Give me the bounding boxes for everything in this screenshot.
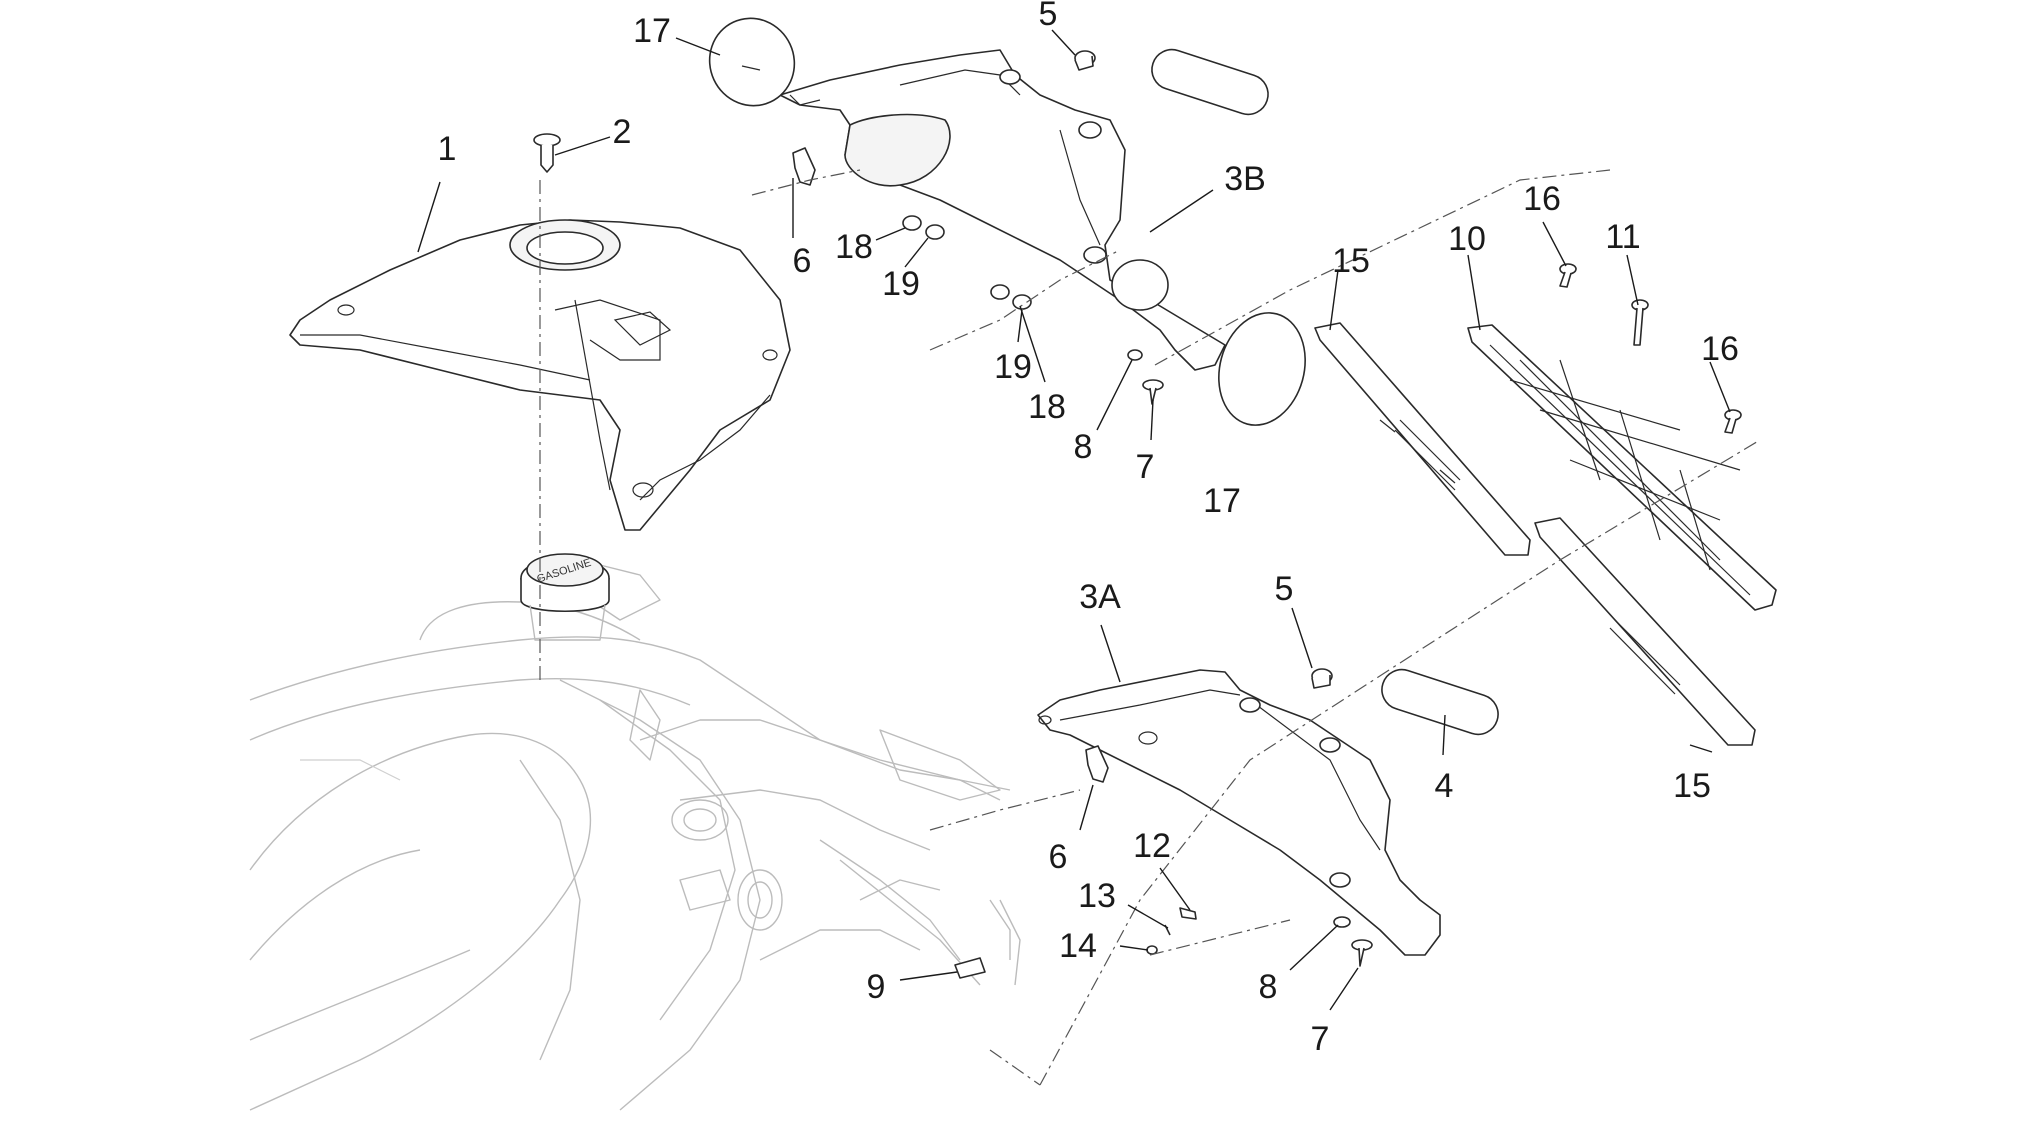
clip-part-6-top: [792, 147, 816, 186]
washer-screw-lower: [1333, 916, 1373, 967]
small-parts-12-13-14: [1146, 907, 1197, 955]
callout-8-top: 8: [1074, 428, 1093, 466]
clip-part-6-lower: [1085, 745, 1109, 783]
callout-5-top: 5: [1039, 0, 1058, 33]
callout-7-lower: 7: [1311, 1020, 1330, 1058]
callout-1: 1: [438, 130, 457, 168]
callout-3B: 3B: [1224, 160, 1266, 198]
plate-part-15-lower: [1534, 517, 1756, 746]
callout-3A: 3A: [1079, 578, 1121, 616]
reflector-part-4-lower: [1381, 668, 1499, 736]
plate-frame-part-10: [1467, 324, 1777, 611]
screw-part-5-lower: [1311, 668, 1333, 689]
callout-10: 10: [1448, 220, 1486, 258]
callout-19-top: 19: [882, 265, 920, 303]
callout-12: 12: [1133, 827, 1171, 865]
screw-part-5-top: [1074, 50, 1096, 71]
callout-18-top: 18: [835, 228, 873, 266]
callout-9: 9: [867, 968, 886, 1006]
callout-17-lower: 17: [1203, 482, 1241, 520]
screw-part-11: [1631, 299, 1649, 346]
fuel-cap: GASOLINE: [520, 553, 610, 641]
license-holder-part-3A: [1037, 669, 1441, 956]
callout-19-lower: 19: [994, 348, 1032, 386]
callout-5-lower: 5: [1275, 570, 1294, 608]
disc-part-17-top: [708, 17, 796, 107]
callout-6-lower: 6: [1049, 838, 1068, 876]
screw-part-7-top: [1142, 379, 1164, 405]
screws-part-16: [1559, 263, 1742, 434]
callout-15-upper: 15: [1332, 242, 1370, 280]
callout-7-top: 7: [1136, 448, 1155, 486]
callout-17-top: 17: [633, 12, 671, 50]
callout-11: 11: [1605, 218, 1640, 256]
callout-15-lower: 15: [1673, 767, 1711, 805]
callout-14: 14: [1059, 927, 1097, 965]
callout-6-top: 6: [793, 242, 812, 280]
washers-top: [902, 215, 1143, 361]
callout-16-upper: 16: [1523, 180, 1561, 218]
alignment-lines: [539, 169, 1761, 1086]
license-holder-part-3B: [779, 49, 1226, 371]
callout-labels: 1 2 3A 3B 4 5 5 6 6 7 7 8 8 9 10 11 12 1…: [438, 0, 1739, 1058]
disc-part-17-lower: [1218, 312, 1306, 426]
callout-2: 2: [613, 113, 632, 151]
callout-4: 4: [1435, 767, 1454, 805]
screw-part-2: [533, 133, 561, 173]
clip-part-9: [954, 957, 986, 979]
callout-16-lower: 16: [1701, 330, 1739, 368]
callout-18-lower: 18: [1028, 388, 1066, 426]
leader-lines: [417, 29, 1731, 1011]
callout-8-lower: 8: [1259, 968, 1278, 1006]
scooter-frame: [249, 564, 1021, 1111]
callout-13: 13: [1078, 877, 1116, 915]
plate-part-15-upper: [1314, 322, 1531, 556]
reflector-part-4-top: [1151, 48, 1269, 116]
